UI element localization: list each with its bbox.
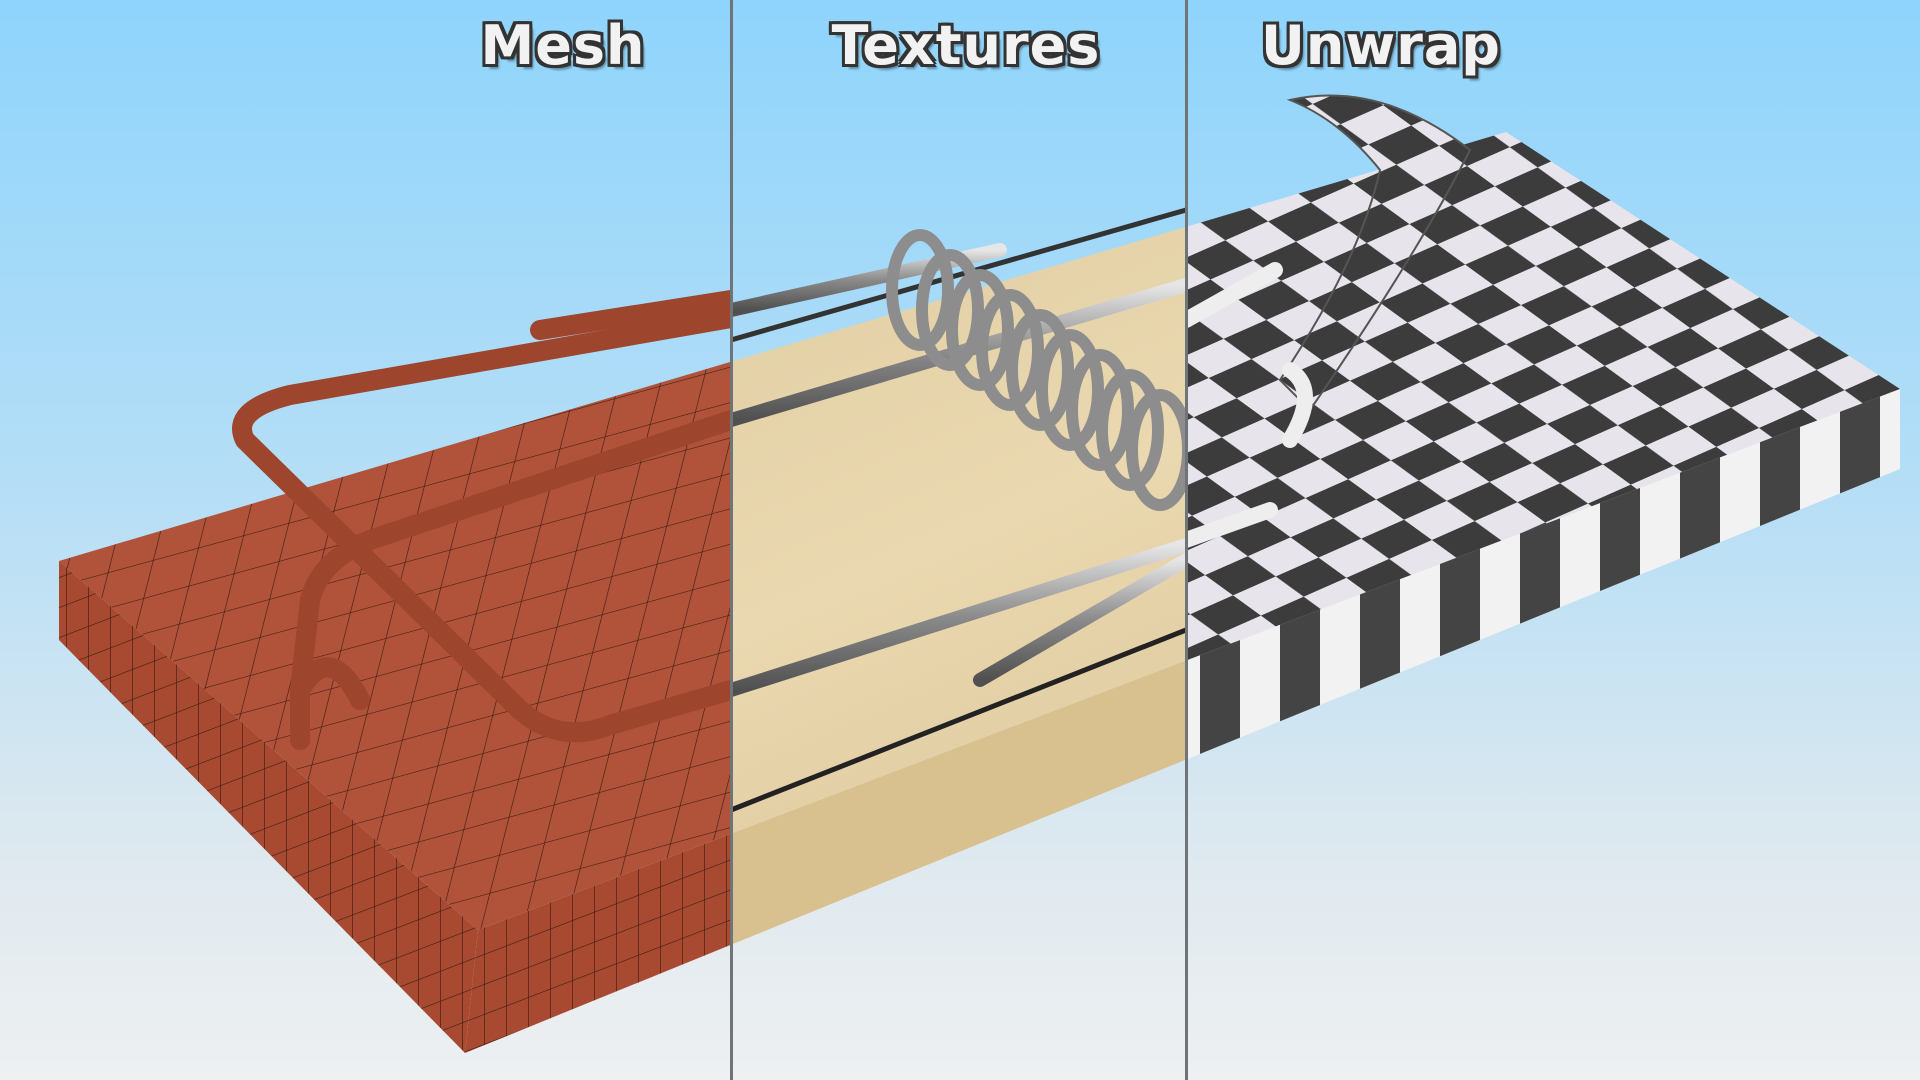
mesh-board xyxy=(59,290,731,1053)
mesh-label: Mesh xyxy=(480,14,646,77)
panel-divider xyxy=(1185,0,1188,1080)
unwrap-board xyxy=(1186,94,1900,760)
spring xyxy=(886,229,1186,511)
panel-divider xyxy=(730,0,733,1080)
textures-label: Textures xyxy=(831,14,1101,77)
unwrap-label: Unwrap xyxy=(1261,14,1501,77)
unwrapped-kill-bar xyxy=(1278,94,1472,412)
textured-board xyxy=(731,207,1186,945)
